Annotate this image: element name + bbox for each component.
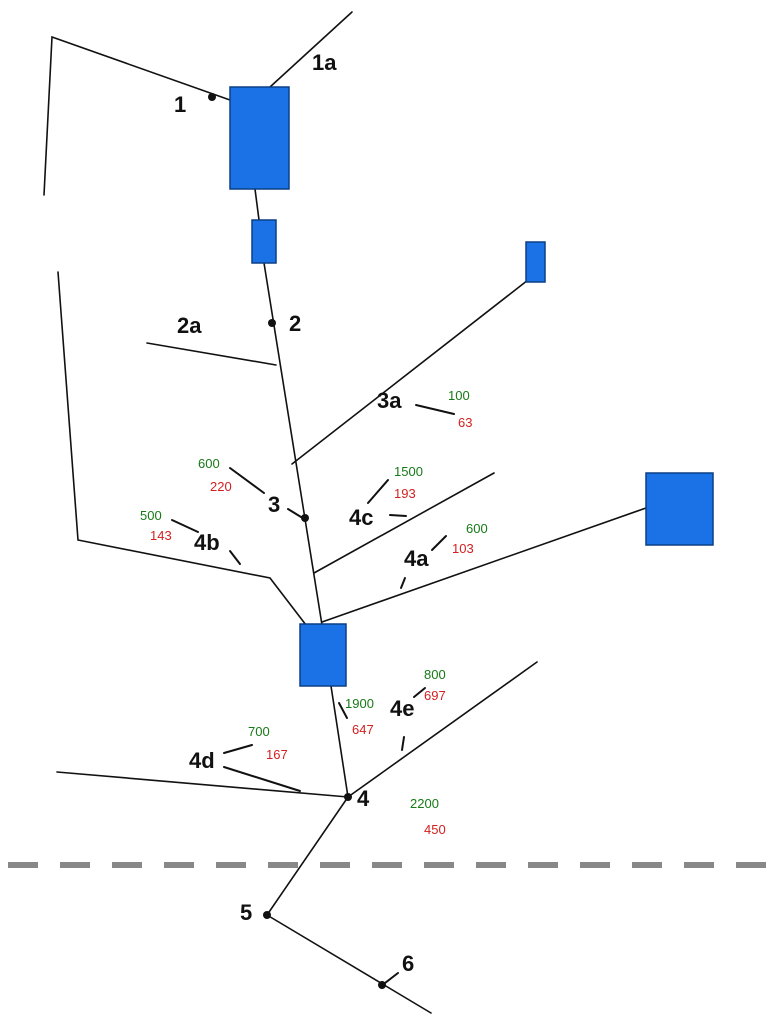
leader-4c-value [367, 479, 389, 504]
leader-3-node [287, 508, 302, 518]
node-3-dot [301, 514, 309, 522]
value-4d-green: 700 [248, 724, 270, 739]
label-3: 3 [268, 492, 280, 517]
node-labels: 1 1a 2 2a 3 3a 4 4a 4b 4c 4d 4e 5 6 [174, 50, 429, 976]
value-3-green: 600 [198, 456, 220, 471]
value-4d-red: 167 [266, 747, 288, 762]
branch-4d-line [56, 771, 349, 798]
branch-2a-line [146, 342, 277, 366]
value-4c-red: 193 [394, 486, 416, 501]
value-4c-green: 1500 [394, 464, 423, 479]
value-4b-green: 500 [140, 508, 162, 523]
label-6: 6 [402, 951, 414, 976]
trunk-lower-line [330, 685, 349, 798]
branch-3a-line [291, 279, 529, 465]
label-2: 2 [289, 311, 301, 336]
value-3a-red: 63 [458, 415, 472, 430]
leader-4b-value [171, 519, 199, 533]
leader-4e-value [413, 687, 426, 698]
trunk-segment-top [254, 188, 260, 221]
value-3-red: 220 [210, 479, 232, 494]
buildings [229, 86, 714, 687]
label-5: 5 [240, 900, 252, 925]
leader-4c-line [389, 514, 407, 517]
value-pairs: 100 63 600 220 1500 193 500 143 600 103 … [140, 388, 488, 837]
building-junction [299, 623, 347, 687]
leader-4e-line [401, 736, 405, 751]
label-3a: 3a [377, 388, 402, 413]
label-2a: 2a [177, 313, 202, 338]
label-1a: 1a [312, 50, 337, 75]
value-4a-red: 103 [452, 541, 474, 556]
value-4e-red: 697 [424, 688, 446, 703]
left-loop-line-lower [57, 271, 307, 626]
value-3a-green: 100 [448, 388, 470, 403]
value-trunk-red: 647 [352, 722, 374, 737]
node-2-dot [268, 319, 276, 327]
label-4d: 4d [189, 748, 215, 773]
leader-4a-value [431, 535, 447, 551]
leader-3-value [229, 467, 265, 494]
line-4-to-5 [266, 796, 349, 916]
branch-4a-line [321, 507, 647, 623]
leader-4a-line [400, 577, 406, 589]
leader-4d-value [223, 744, 253, 754]
nodes [208, 93, 386, 989]
leader-3a [415, 404, 455, 415]
building-main [229, 86, 290, 190]
leader-4d-line [223, 766, 301, 792]
line-5-to-6 [266, 914, 432, 1014]
value-4-red: 450 [424, 822, 446, 837]
branch-4c-line [313, 472, 495, 574]
label-4a: 4a [404, 546, 429, 571]
leader-trunk-value [338, 702, 348, 719]
node-6-dot [378, 981, 386, 989]
left-loop-line [43, 35, 231, 196]
node-5-dot [263, 911, 271, 919]
leader-lines [171, 404, 455, 984]
value-trunk-green: 1900 [345, 696, 374, 711]
leader-4b-line [229, 550, 241, 565]
value-4b-red: 143 [150, 528, 172, 543]
node-4-dot [344, 793, 352, 801]
value-4a-green: 600 [466, 521, 488, 536]
label-4: 4 [357, 786, 370, 811]
building-4a [645, 472, 714, 546]
branch-1a-line [269, 11, 353, 88]
building-small-trunk [251, 219, 277, 264]
building-3a [525, 241, 546, 283]
label-1: 1 [174, 92, 186, 117]
value-4-green: 2200 [410, 796, 439, 811]
leader-6 [384, 972, 399, 984]
label-4c: 4c [349, 505, 373, 530]
branch-4e-line [347, 661, 538, 798]
label-4b: 4b [194, 530, 220, 555]
node-1-dot [208, 93, 216, 101]
value-4e-green: 800 [424, 667, 446, 682]
label-4e: 4e [390, 696, 414, 721]
